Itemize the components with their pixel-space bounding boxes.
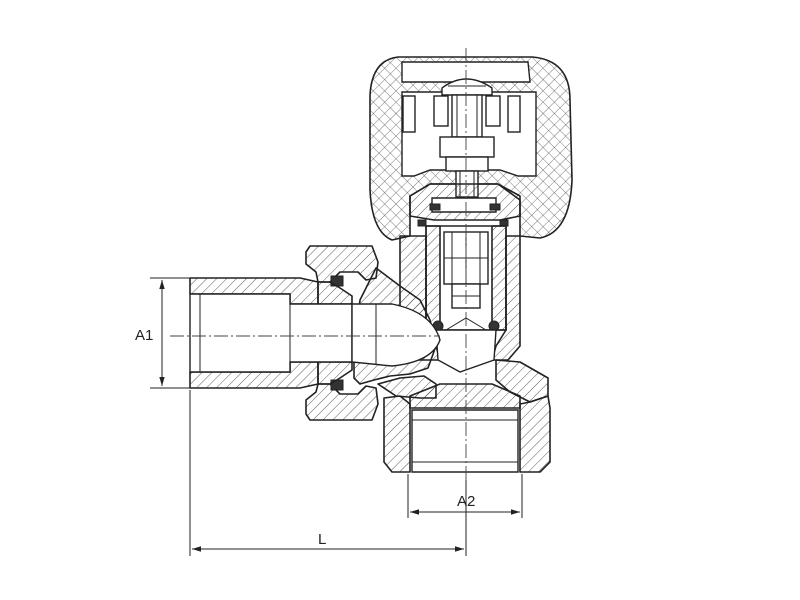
centerlines xyxy=(170,48,467,480)
union-nut xyxy=(305,245,379,421)
dimension-l: L xyxy=(189,390,467,556)
bonnet xyxy=(409,183,521,227)
flow-passage xyxy=(351,303,441,367)
dimension-label-a1: A1 xyxy=(135,327,153,344)
dimension-a1: A1 xyxy=(135,277,190,389)
dimension-label-l: L xyxy=(318,531,326,548)
dimension-a2: A2 xyxy=(407,474,523,518)
outlet-connector xyxy=(383,383,551,473)
tailpiece xyxy=(189,277,353,389)
top-screw xyxy=(441,78,493,96)
